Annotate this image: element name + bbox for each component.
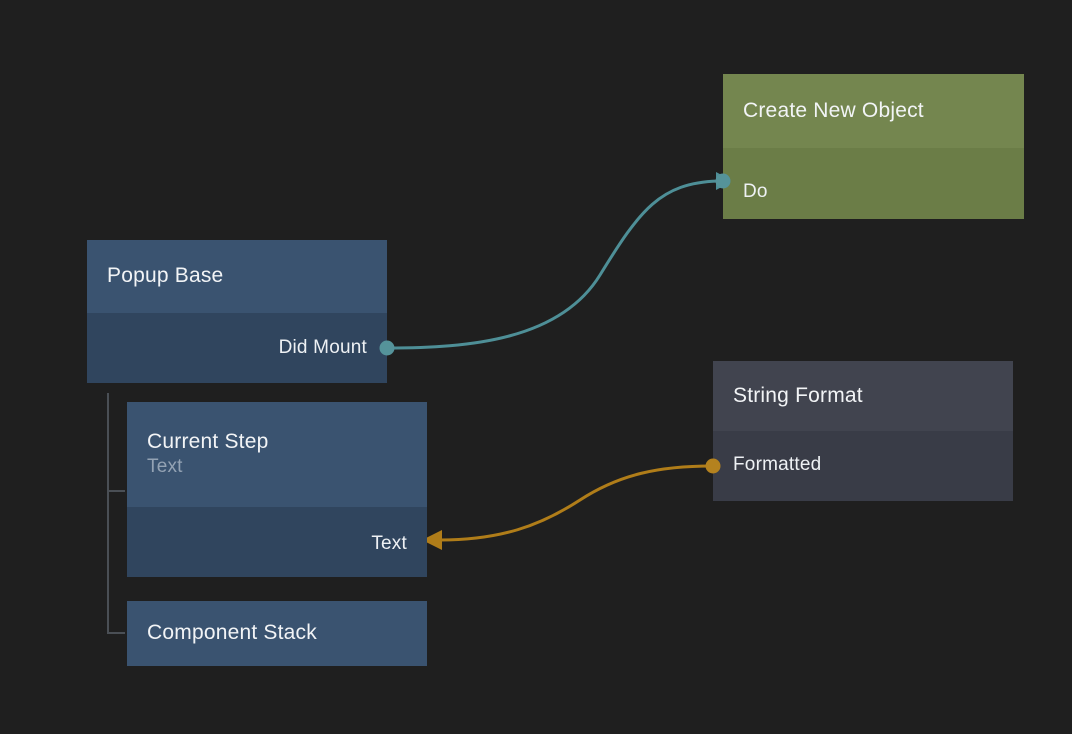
tree-bracket-stub-component-stack: [107, 632, 125, 634]
socket-in-do[interactable]: [715, 173, 731, 189]
node-current-step[interactable]: Current Step Text Text: [127, 402, 427, 577]
node-title-string-format: String Format: [733, 383, 863, 407]
pin-label-formatted: Formatted: [733, 454, 822, 475]
tree-bracket-stub-current-step: [107, 490, 125, 492]
node-title-component-stack: Component Stack: [147, 621, 317, 645]
node-component-stack[interactable]: Component Stack: [127, 601, 427, 666]
node-header-popup-base: Popup Base: [87, 240, 387, 313]
node-popup-base[interactable]: Popup Base Did Mount: [87, 240, 387, 383]
pin-row-text[interactable]: Text: [371, 533, 407, 555]
pin-row-formatted[interactable]: Formatted: [733, 454, 821, 476]
node-string-format[interactable]: String Format Formatted: [713, 361, 1013, 501]
node-header-component-stack: Component Stack: [127, 601, 427, 666]
node-title-popup-base: Popup Base: [107, 264, 224, 288]
node-body-create-new-object: Do: [723, 148, 1024, 219]
node-header-string-format: String Format: [713, 361, 1013, 431]
pin-row-did-mount[interactable]: Did Mount: [279, 337, 367, 359]
tree-bracket-vertical: [107, 393, 109, 634]
node-header-create-new-object: Create New Object: [723, 74, 1024, 148]
node-body-popup-base: Did Mount: [87, 313, 387, 383]
socket-out-formatted[interactable]: [705, 458, 721, 474]
node-header-current-step: Current Step Text: [127, 402, 427, 507]
node-create-new-object[interactable]: Create New Object Do: [723, 74, 1024, 219]
pin-row-do[interactable]: Do: [743, 181, 768, 203]
pin-label-did-mount: Did Mount: [278, 337, 367, 358]
node-subtitle-current-step: Text: [147, 456, 183, 478]
pin-label-text: Text: [371, 533, 407, 554]
node-title-create-new-object: Create New Object: [743, 98, 924, 122]
wire-data-formatted-to-text: [438, 464, 714, 542]
node-body-string-format: Formatted: [713, 431, 1013, 501]
socket-out-did-mount[interactable]: [379, 340, 395, 356]
wire-exec-did-mount-to-do: [385, 179, 720, 350]
node-body-current-step: Text: [127, 507, 427, 577]
node-title-current-step: Current Step: [147, 430, 269, 454]
pin-label-do: Do: [743, 181, 768, 202]
